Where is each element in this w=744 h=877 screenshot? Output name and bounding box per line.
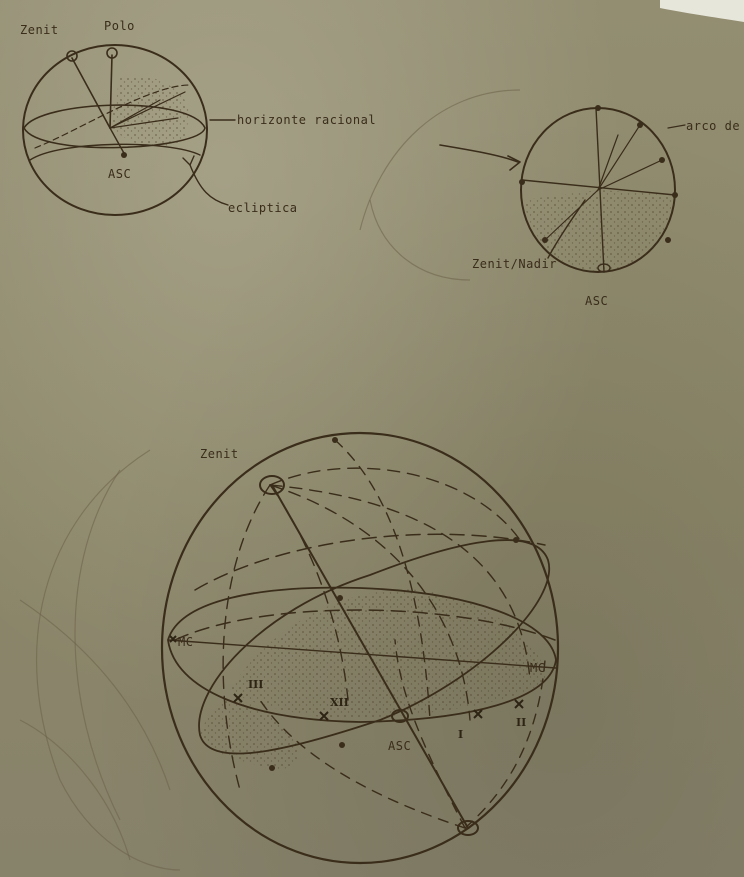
label-mc-left: MC <box>178 635 193 649</box>
label-mc-right: MC <box>530 661 545 675</box>
house-xii: XII <box>330 696 349 709</box>
small-sphere-ecliptic <box>30 144 200 160</box>
house-iii: III <box>248 678 263 691</box>
label-horizonte-racional: horizonte racional <box>237 113 376 127</box>
torn-corner <box>660 0 744 22</box>
house-i: I <box>458 728 463 741</box>
label-zenit-nadir: Zenit/Nadir <box>472 257 557 271</box>
label-asc-left: ASC <box>108 167 131 181</box>
label-asc-bottom: ASC <box>388 739 411 753</box>
large-sphere-shaded <box>230 590 548 718</box>
label-asc-right: ASC <box>585 294 608 308</box>
small-sphere-diagram: Zenit Polo ASC horizonte racional eclipt… <box>20 19 376 215</box>
house-ii: II <box>516 716 526 729</box>
label-ecliptica: ecliptica <box>228 201 298 215</box>
label-zenit-top: Zenit <box>20 23 59 37</box>
label-polo: Polo <box>104 19 135 33</box>
label-zenit-bottom: Zenit <box>200 447 239 461</box>
horizon-plane-diagram: Zenit/Nadir ASC arco de 3 <box>440 105 744 308</box>
large-sphere-diagram: Zenit MC MC ASC III XII I II <box>162 433 558 863</box>
label-arco: arco de 3 <box>686 119 744 133</box>
